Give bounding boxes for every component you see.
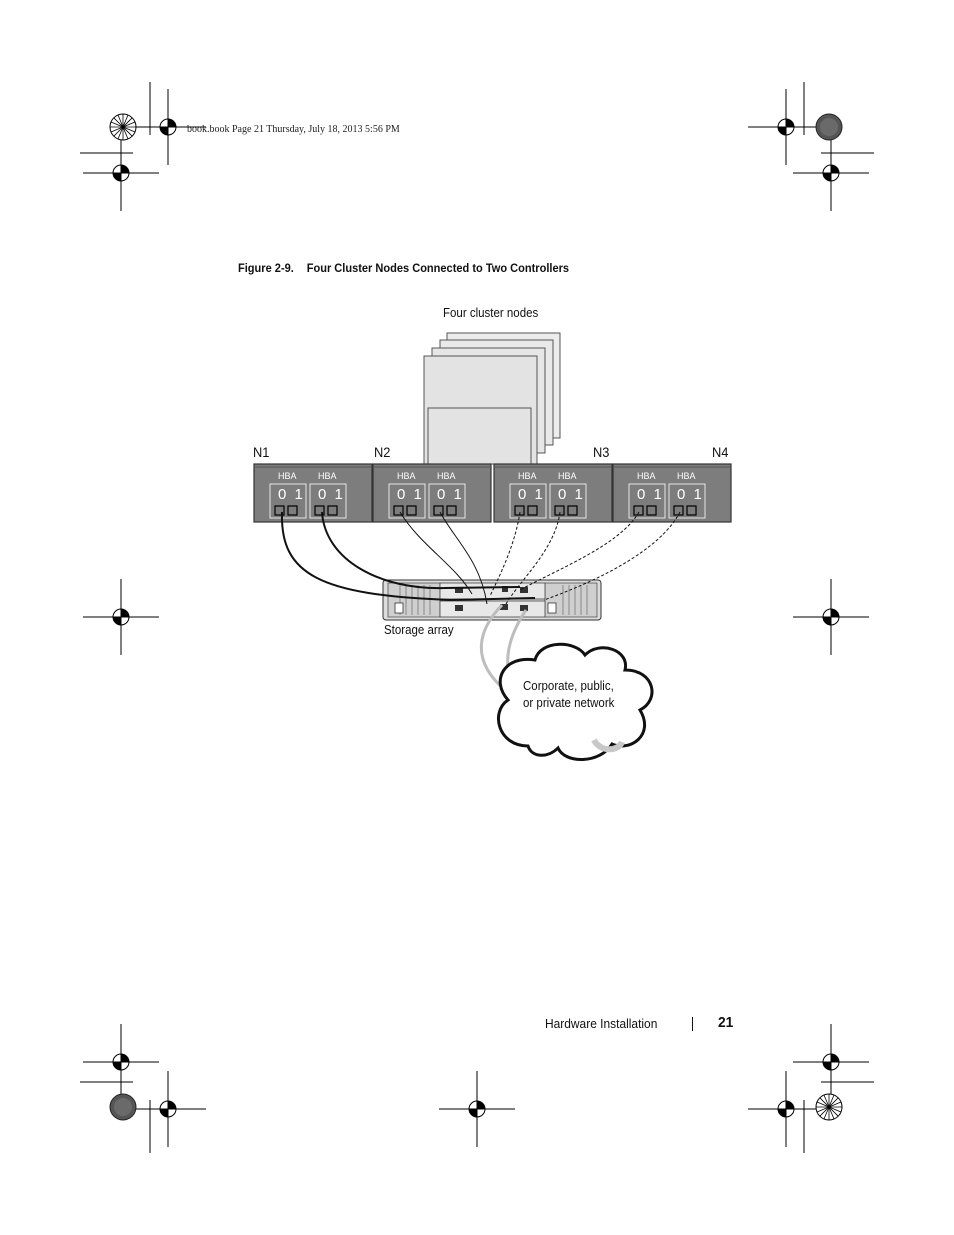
figure-caption: Figure 2-9. Four Cluster Nodes Connected … [238,261,569,275]
footer-divider [692,1017,693,1031]
hba-port-numbers: 0 1 [677,486,704,503]
hba-card [509,483,547,519]
node-label-n4: N4 [712,444,729,460]
hba-port [567,505,578,516]
hba-port [673,505,684,516]
hba-port [686,505,697,516]
cluster-servers [423,332,561,465]
hba-port [327,505,338,516]
hba-label: HBA [677,471,696,481]
storage-array-label: Storage array [384,623,454,637]
node-label-n2: N2 [374,444,391,460]
hba-label: HBA [518,471,537,481]
hba-card [428,483,466,519]
hba-card [269,483,307,519]
hba-label: HBA [318,471,337,481]
hba-card [549,483,587,519]
hba-port-numbers: 0 1 [318,486,345,503]
network-label-line2: or private network [523,696,615,710]
hba-port [514,505,525,516]
hba-port-numbers: 0 1 [558,486,585,503]
hba-card [628,483,666,519]
page-number: 21 [718,1014,734,1031]
hba-card [668,483,706,519]
node-panel-n1 [253,463,373,523]
hba-port-numbers: 0 1 [518,486,545,503]
figure-title: Four Cluster Nodes Connected to Two Cont… [306,261,570,275]
hba-port-numbers: 0 1 [637,486,664,503]
hba-port [393,505,404,516]
node-panels [253,463,732,523]
hba-card [309,483,347,519]
hba-port [274,505,285,516]
hba-port-numbers: 0 1 [437,486,464,503]
hba-label: HBA [558,471,577,481]
hba-card [388,483,426,519]
hba-label: HBA [278,471,297,481]
hba-label: HBA [397,471,416,481]
cables [280,511,681,701]
cluster-nodes-label: Four cluster nodes [443,306,539,320]
print-header: book.book Page 21 Thursday, July 18, 201… [187,124,400,135]
hba-port-numbers: 0 1 [397,486,424,503]
hba-port [406,505,417,516]
hba-port [527,505,538,516]
node-label-n1: N1 [253,444,270,460]
hba-label: HBA [637,471,656,481]
hba-port [287,505,298,516]
hba-port [633,505,644,516]
node-panel-n4 [612,463,732,523]
hba-port [446,505,457,516]
network-cloud [497,642,654,761]
hba-port [646,505,657,516]
node-panel-n3 [493,463,613,523]
hba-port [314,505,325,516]
node-label-n3: N3 [593,444,610,460]
node-panel-n2 [372,463,492,523]
footer-section-title: Hardware Installation [545,1016,658,1031]
hba-port [554,505,565,516]
network-label-line1: Corporate, public, [523,679,614,693]
hba-port-numbers: 0 1 [278,486,305,503]
figure-number: Figure 2-9. [238,261,294,275]
hba-port [433,505,444,516]
hba-label: HBA [437,471,456,481]
